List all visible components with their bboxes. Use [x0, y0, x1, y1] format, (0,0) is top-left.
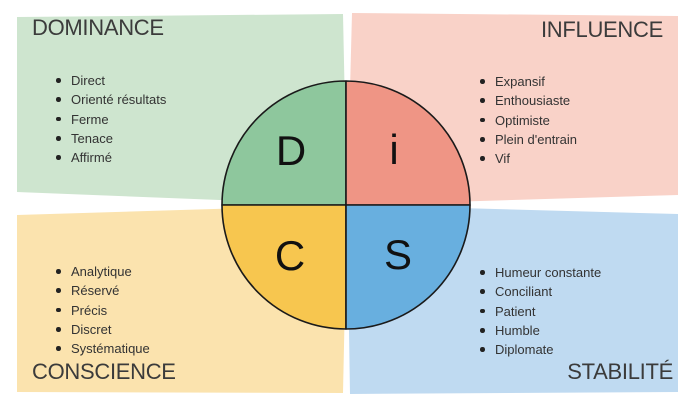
trait-item: Expansif	[476, 72, 577, 91]
circle-quarter-dominance	[221, 80, 347, 206]
quadrant-title-conscience: CONSCIENCE	[32, 359, 176, 384]
circle-quarter-stabilite	[345, 204, 471, 330]
trait-list-influence: Expansif Enthousiaste Optimiste Plein d'…	[476, 72, 577, 168]
trait-item: Direct	[52, 71, 166, 90]
quadrant-title-stabilite: STABILITÉ	[567, 359, 673, 384]
trait-item: Systématique	[52, 339, 150, 358]
trait-item: Humble	[476, 321, 601, 340]
circle-quarter-conscience	[221, 204, 347, 330]
circle-letter-s: S	[383, 231, 413, 278]
trait-item: Diplomate	[476, 340, 601, 359]
circle-letter-i: i	[389, 126, 399, 173]
trait-item: Précis	[52, 301, 150, 320]
trait-list-stabilite: Humeur constante Conciliant Patient Humb…	[476, 263, 601, 359]
trait-item: Tenace	[52, 129, 166, 148]
circle-letter-d: D	[275, 127, 307, 174]
trait-list-conscience: Analytique Réservé Précis Discret Systém…	[52, 262, 150, 358]
quadrant-title-influence: INFLUENCE	[541, 17, 663, 42]
trait-list-dominance: Direct Orienté résultats Ferme Tenace Af…	[52, 71, 166, 167]
trait-item: Plein d'entrain	[476, 130, 577, 149]
trait-item: Patient	[476, 302, 601, 321]
circle-quarter-influence	[345, 80, 471, 206]
trait-item: Ferme	[52, 110, 166, 129]
circle-letter-c: C	[274, 232, 306, 279]
trait-item: Analytique	[52, 262, 150, 281]
trait-item: Discret	[52, 320, 150, 339]
trait-item: Conciliant	[476, 282, 601, 301]
trait-item: Vif	[476, 149, 577, 168]
trait-item: Réservé	[52, 281, 150, 300]
trait-item: Affirmé	[52, 148, 166, 167]
trait-item: Humeur constante	[476, 263, 601, 282]
quadrant-title-dominance: DOMINANCE	[32, 15, 164, 40]
trait-item: Orienté résultats	[52, 90, 166, 109]
trait-item: Enthousiaste	[476, 91, 577, 110]
trait-item: Optimiste	[476, 111, 577, 130]
